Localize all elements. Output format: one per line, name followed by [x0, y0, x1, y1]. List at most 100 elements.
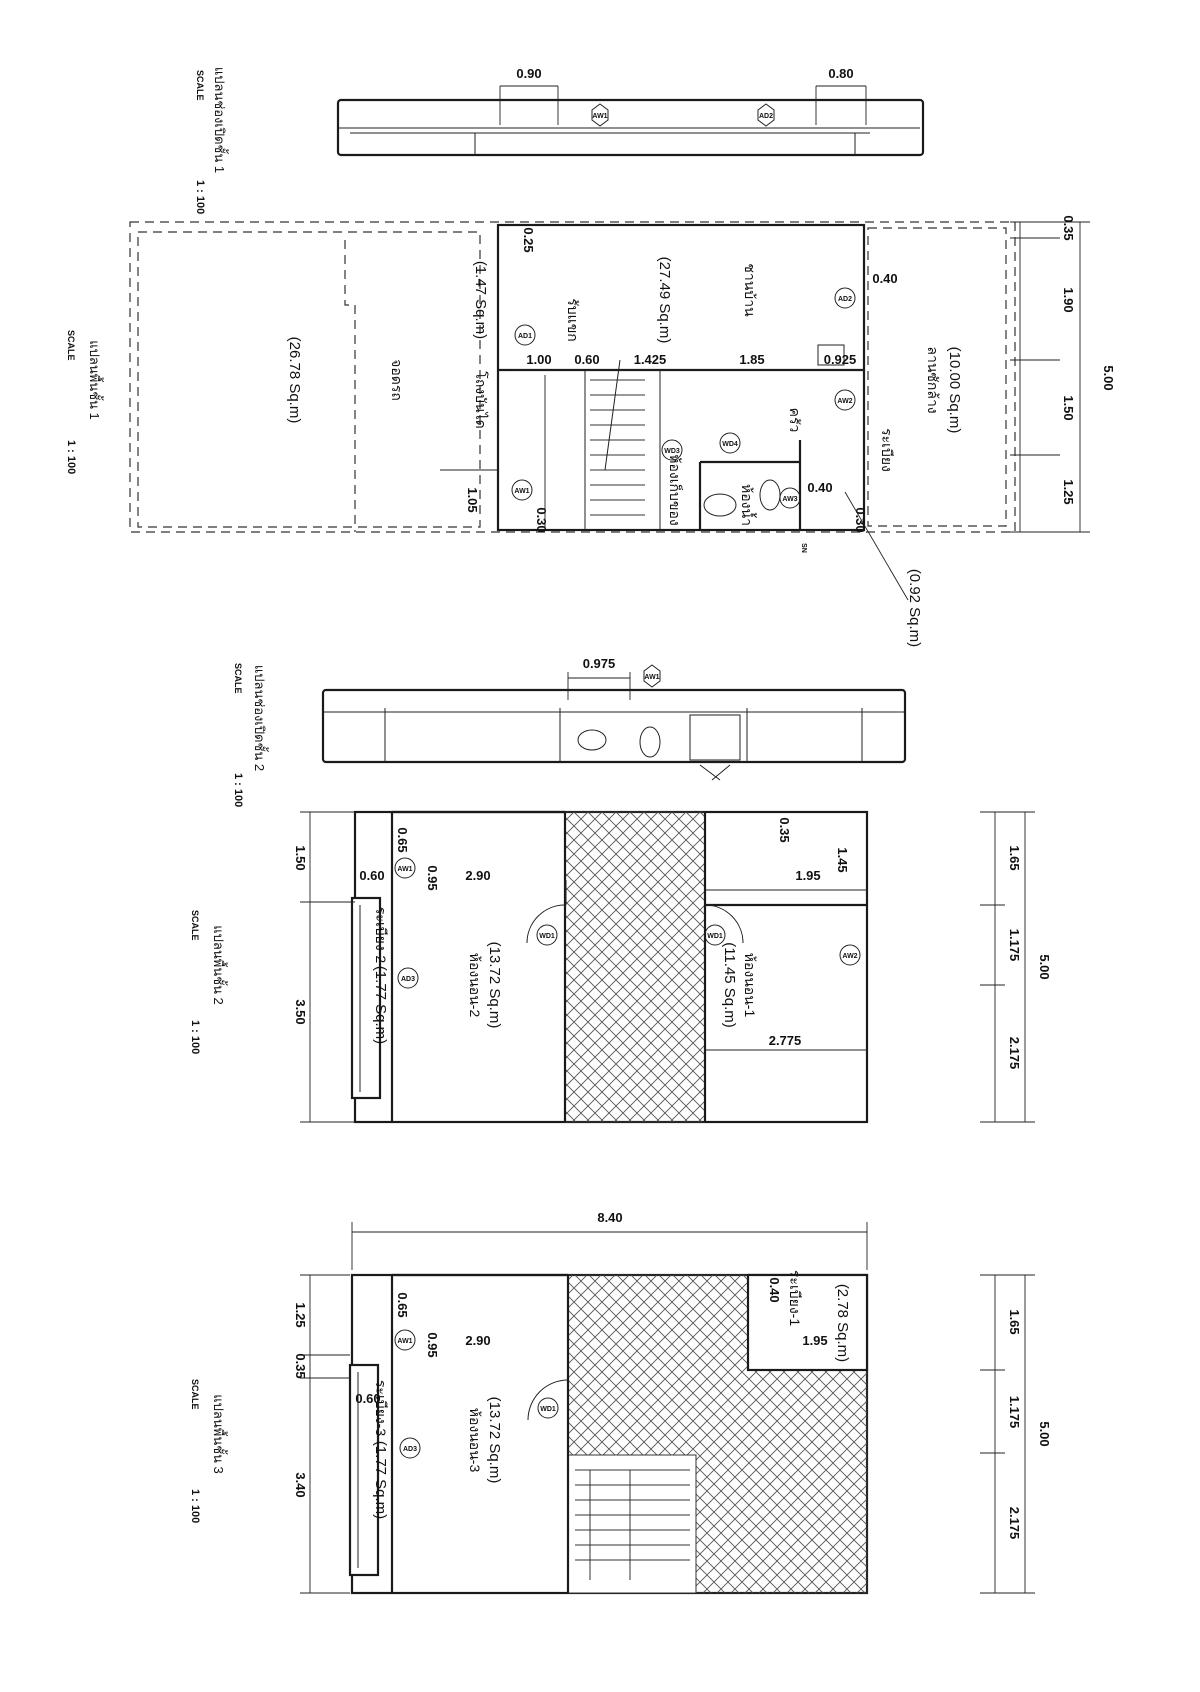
window-tag: AW1	[592, 113, 607, 120]
scale-ratio: 1 : 100	[194, 180, 206, 214]
room-name: ห้องนอน-1	[742, 953, 758, 1018]
dim-label: 3.50	[293, 999, 308, 1024]
dim-label: 0.65	[395, 827, 410, 852]
room-area: (13.72 Sq.m)	[486, 1397, 503, 1484]
room-name: ระเบียง	[879, 428, 895, 472]
dim-label: 0.60	[359, 868, 384, 883]
dim-total: 5.00	[1037, 1421, 1052, 1446]
room-area: (11.45 Sq.m)	[721, 942, 738, 1028]
door-tag: AD2	[759, 113, 773, 120]
room-name: ครัว	[787, 408, 803, 433]
floor1-section-drawing	[336, 85, 925, 157]
svg-text:AW1: AW1	[397, 866, 412, 873]
sink-tag: SN	[800, 543, 807, 553]
floor1-plan-labels: (26.78 Sq.m) จอดรถ (1.47 Sq.m) โถงบันได …	[286, 215, 1116, 647]
dim-label: 0.35	[777, 817, 792, 842]
room-name: ห้องน้ำ	[739, 484, 757, 526]
floor2-section-drawing	[321, 664, 907, 781]
dim-label: 0.25	[521, 227, 536, 252]
dim-label: 1.65	[1007, 845, 1022, 870]
room-name: ห้องเก็บของ	[667, 454, 684, 525]
tag-aw2: AW2	[839, 944, 861, 966]
tag-ad3: AD3	[397, 967, 419, 989]
dim-label: 1.25	[1061, 479, 1076, 504]
dim-label: 1.45	[835, 847, 850, 872]
room-name: ระเบียง-3	[373, 1380, 389, 1436]
dim-label: 0.90	[516, 66, 541, 81]
dim-label: 0.40	[767, 1277, 782, 1302]
dim-label: 1.50	[1061, 395, 1076, 420]
scale-ratio: 1 : 100	[232, 773, 244, 807]
dim-label: 1.425	[634, 352, 667, 367]
svg-text:AW2: AW2	[837, 398, 852, 405]
floor3-plan-drawing	[300, 1222, 1035, 1595]
svg-text:AD3: AD3	[401, 976, 415, 983]
dim-label: 0.65	[395, 1292, 410, 1317]
svg-text:AD1: AD1	[518, 333, 532, 340]
room-name: ชานบ้าน	[742, 263, 758, 317]
room-area: (1.77 Sq.m)	[372, 966, 389, 1044]
plan-title: แปลนพื้นชั้น 1	[87, 340, 104, 420]
svg-text:WD1: WD1	[707, 933, 723, 940]
dim-label: 0.95	[425, 865, 440, 890]
floor2-plan-labels: (13.72 Sq.m) ห้องนอน-2 (11.45 Sq.m) ห้อง…	[293, 817, 1052, 1069]
dim-label: 0.35	[293, 1353, 308, 1378]
floor2-section-labels: 0.975 AW1	[583, 656, 660, 681]
dim-label: 1.05	[465, 487, 480, 512]
dim-width: 8.40	[597, 1210, 622, 1225]
svg-text:AW1: AW1	[397, 1338, 412, 1345]
dim-label: 1.65	[1007, 1309, 1022, 1334]
room-name: รับแขก	[565, 298, 581, 341]
dim-label: 1.95	[795, 868, 820, 883]
floor2-section-title: แปลนช่องเปิดชั้น 2 SCALE 1 : 100	[232, 663, 269, 807]
dim-label: 0.30	[534, 507, 549, 532]
dim-label: 1.175	[1007, 929, 1022, 962]
scale-ratio: 1 : 100	[189, 1020, 201, 1054]
tag-wd1: WD1	[536, 924, 558, 946]
room-area: (27.49 Sq.m)	[656, 257, 673, 344]
dim-label: 2.90	[465, 1333, 490, 1348]
room-area: (10.00 Sq.m)	[946, 347, 963, 434]
room-name: จอดรถ	[389, 359, 405, 401]
dim-label: 0.40	[872, 271, 897, 286]
dim-label: 0.40	[807, 480, 832, 495]
scale-label: SCALE	[66, 330, 76, 361]
scale-label: SCALE	[233, 663, 243, 694]
dim-label: 0.60	[574, 352, 599, 367]
svg-text:AW1: AW1	[514, 488, 529, 495]
plan-title: แปลนพื้นชั้น 3	[211, 1394, 228, 1474]
svg-text:AW2: AW2	[842, 953, 857, 960]
scale-label: SCALE	[190, 1379, 200, 1410]
plan-title: แปลนช่องเปิดชั้น 1	[212, 67, 229, 173]
dim-label: 0.925	[824, 352, 857, 367]
plan-title: แปลนช่องเปิดชั้น 2	[252, 665, 269, 771]
dim-label: 2.90	[465, 868, 490, 883]
dim-label: 1.50	[293, 845, 308, 870]
scale-ratio: 1 : 100	[189, 1489, 201, 1523]
room-area: (13.72 Sq.m)	[486, 942, 503, 1029]
room-area: (0.92 Sq.m)	[906, 569, 923, 647]
dim-label: 1.85	[739, 352, 764, 367]
dim-label: 0.60	[355, 1391, 380, 1406]
floor2-plan-drawing	[300, 810, 1035, 1124]
tag-wd1: WD1	[537, 1397, 559, 1419]
svg-text:AD3: AD3	[403, 1446, 417, 1453]
room-area: (2.78 Sq.m)	[834, 1284, 851, 1362]
svg-text:WD1: WD1	[540, 1406, 556, 1413]
scale-label: SCALE	[190, 910, 200, 941]
room-name: ระเบียง-2	[373, 907, 389, 963]
dim-label: 1.175	[1007, 1396, 1022, 1429]
tag-aw1: AW1	[394, 857, 416, 879]
scale-ratio: 1 : 100	[65, 440, 77, 474]
dim-label: 0.30	[853, 507, 868, 532]
tag-ad1: AD1	[514, 324, 536, 346]
tag-wd4: WD4	[719, 432, 741, 454]
floor1-section-title: แปลนช่องเปิดชั้น 1 SCALE 1 : 100	[194, 67, 229, 214]
room-name: โถงบันได	[473, 371, 489, 428]
dim-label: 3.40	[293, 1472, 308, 1497]
room-area: (1.77 Sq.m)	[372, 1441, 389, 1519]
tag-aw1: AW1	[394, 1329, 416, 1351]
window-tag: AW1	[644, 674, 659, 681]
dim-label: 0.975	[583, 656, 616, 671]
